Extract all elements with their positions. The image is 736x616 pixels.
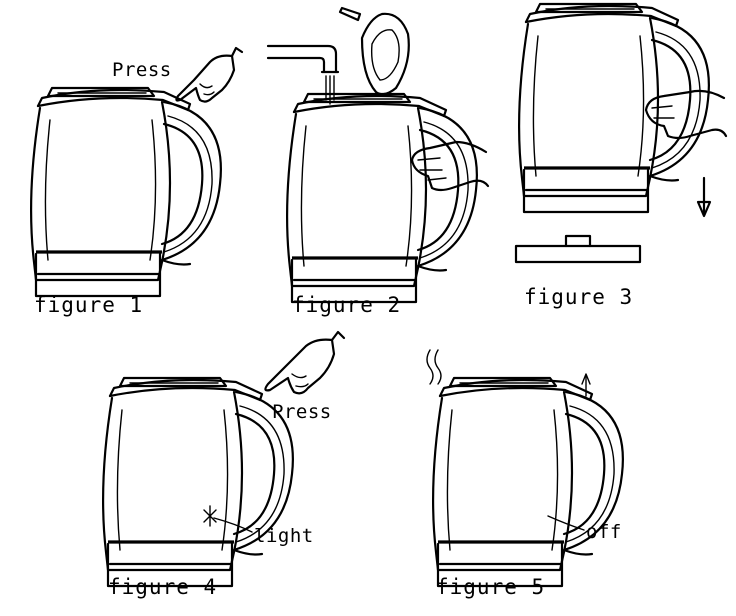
figure-4-press-label: Press [272, 401, 332, 423]
figure-3-base-plate [514, 234, 642, 264]
figure-5-steam-icon [426, 349, 442, 385]
figure-1-press-label: Press [112, 59, 172, 81]
figure-1-caption: figure 1 [34, 293, 143, 317]
figure-5-off-leader [547, 515, 585, 531]
figure-3-caption: figure 3 [524, 285, 633, 309]
figure-4-hand-icon [264, 330, 346, 395]
figure-4-light-label: light [254, 525, 314, 547]
figure-4-light-indicator-icon [203, 505, 217, 527]
figure-4-light-leader [213, 517, 253, 533]
figure-3-hand-icon [644, 89, 728, 140]
figure-5-off-label: off [586, 521, 622, 543]
figure-4-kettle [101, 376, 295, 588]
figure-2-caption: figure 2 [292, 293, 401, 317]
figure-4-caption: figure 4 [108, 575, 217, 599]
figure-2-hand-icon [410, 140, 490, 192]
figure-2-open-lid [338, 6, 410, 96]
figure-2-faucet [266, 44, 340, 105]
figure-1-hand-icon [175, 46, 244, 103]
figure-3-down-arrow-icon [696, 176, 712, 218]
figure-3-kettle [517, 2, 711, 214]
figure-5-caption: figure 5 [436, 575, 545, 599]
figure-5-kettle [431, 376, 625, 588]
figure-5-up-arrow-icon [581, 373, 591, 397]
figure-1-kettle [29, 86, 223, 298]
figure-2-kettle [285, 92, 479, 304]
